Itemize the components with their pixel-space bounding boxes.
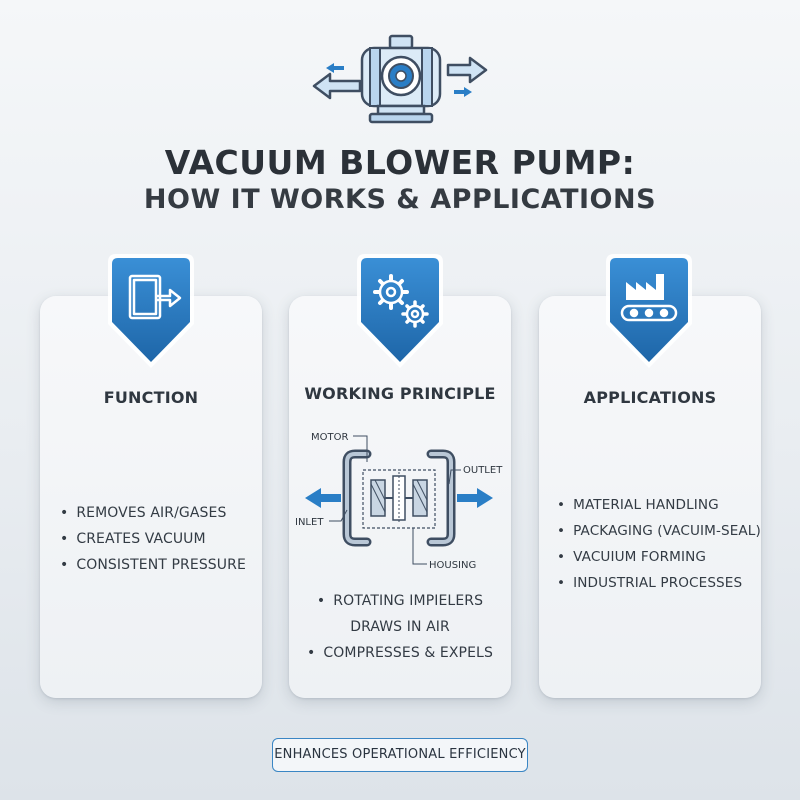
list-item: INDUSTRIAL PROCESSES <box>557 570 761 596</box>
motor-label: MOTOR <box>311 432 348 443</box>
working-principle-card-title: WORKING PRINCIPLE <box>304 384 496 403</box>
page-title: VACUUM BLOWER PUMP: <box>164 143 636 182</box>
outlet-arrow-icon <box>457 488 493 508</box>
applications-badge <box>606 254 692 368</box>
inlet-arrow-icon <box>305 488 341 508</box>
list-item: REMOVES AIR/GASES <box>60 500 246 526</box>
factory-conveyor-icon <box>620 274 678 322</box>
footer-banner: ENHANCES OPERATIONAL EFFICIENCY <box>272 738 528 772</box>
function-bullet-list: REMOVES AIR/GASES CREATES VACUUM CONSIST… <box>60 500 246 578</box>
list-item: COMPRESSES & EXPELS <box>289 640 511 666</box>
function-card-title: FUNCTION <box>103 388 199 407</box>
list-item: CONSISTENT PRESSURE <box>60 552 246 578</box>
function-badge <box>108 254 194 368</box>
working-principle-badge <box>357 254 443 368</box>
list-item: PACKAGING (VACUIM-SEAL) <box>557 518 761 544</box>
outlet-label: OUTLET <box>463 465 503 476</box>
list-item: ROTATING IMPIELERS <box>289 588 511 614</box>
page-subtitle: HOW IT WORKS & APPLICATIONS <box>143 184 657 215</box>
applications-card-title: APPLICATIONS <box>583 388 717 407</box>
blower-cross-section-diagram: MOTOR OUTLET INLET HOUSING <box>295 432 503 571</box>
list-item: VACUIUM FORMING <box>557 544 761 570</box>
applications-bullet-list: MATERIAL HANDLING PACKAGING (VACUIM-SEAL… <box>557 492 761 596</box>
blower-pump-icon <box>312 34 488 124</box>
inlet-label: INLET <box>295 517 324 528</box>
exit-door-arrow-icon <box>128 274 182 320</box>
gears-icon <box>373 274 429 328</box>
housing-label: HOUSING <box>429 560 476 571</box>
list-item: DRAWS IN AIR <box>350 619 450 635</box>
working-principle-bullet-list: ROTATING IMPIELERS DRAWS IN AIR COMPRESS… <box>289 588 511 666</box>
list-item: CREATES VACUUM <box>60 526 246 552</box>
list-item: MATERIAL HANDLING <box>557 492 761 518</box>
